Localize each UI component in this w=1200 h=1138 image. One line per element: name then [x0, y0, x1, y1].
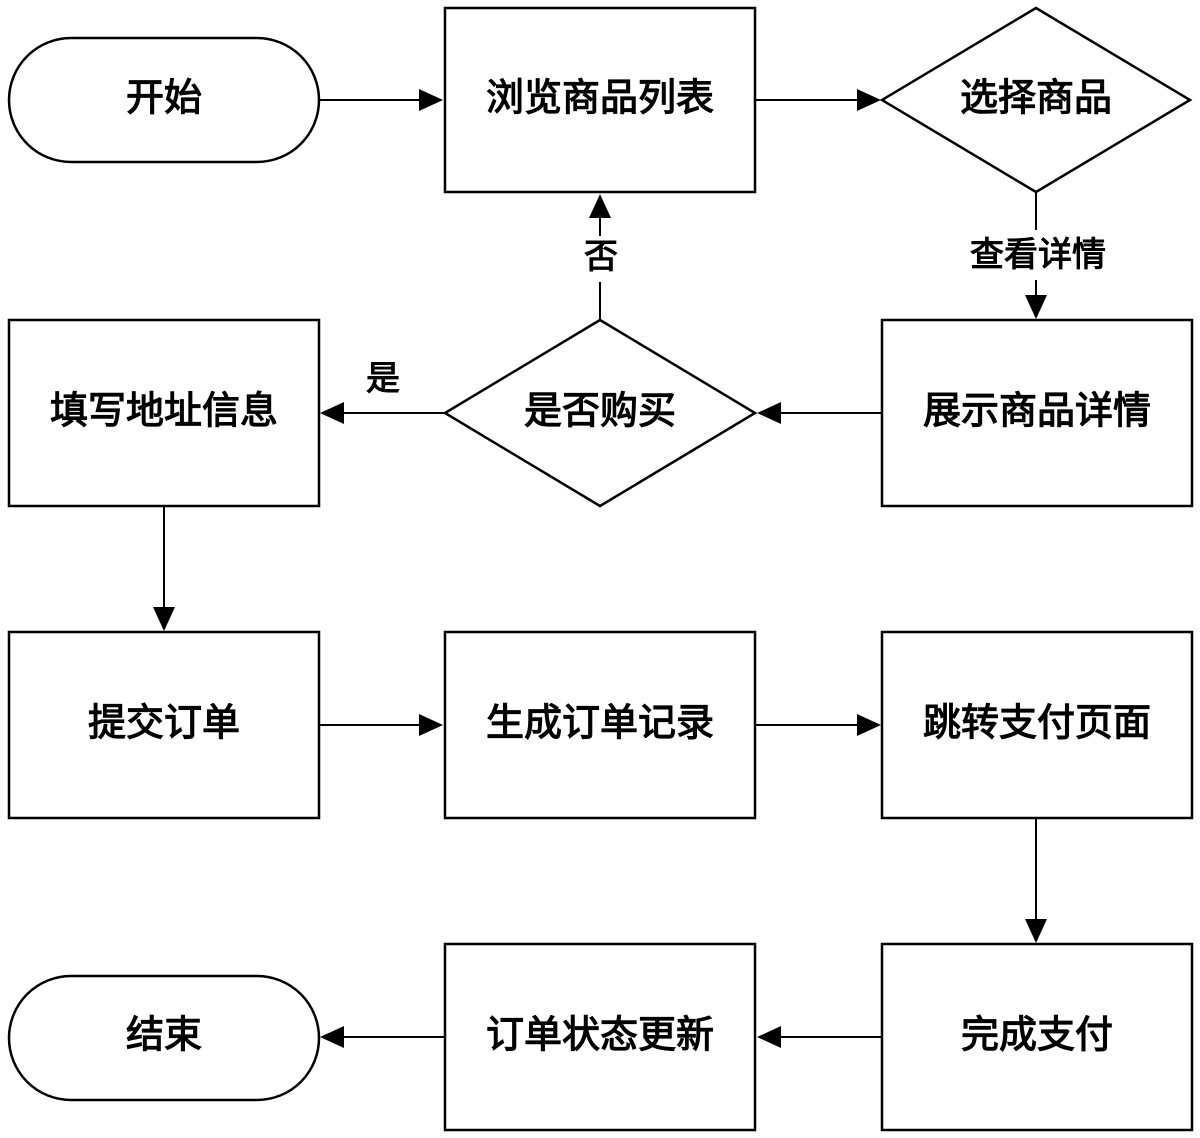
arrowhead-browse-select [857, 89, 881, 111]
jump-label: 跳转支付页面 [923, 700, 1151, 745]
edge-label-yes: 是 [366, 359, 400, 399]
edge-label-view-detail: 查看详情 [970, 235, 1106, 275]
arrowhead-jump-pay [1025, 919, 1047, 943]
record-label: 生成订单记录 [486, 700, 714, 745]
detail-process [880, 318, 1194, 508]
browse-label: 浏览商品列表 [486, 75, 714, 120]
arrowhead-select-detail [1025, 295, 1047, 319]
arrowhead-detail-decide [757, 402, 781, 424]
browse-process [443, 6, 757, 194]
address-process [7, 318, 321, 508]
update-label: 订单状态更新 [486, 1012, 714, 1057]
pay-label: 完成支付 [961, 1012, 1113, 1057]
arrowhead-address-submit [153, 607, 175, 631]
address-label: 填写地址信息 [50, 388, 278, 433]
purchase-decision [442, 318, 758, 508]
arrowhead-submit-record [419, 714, 443, 736]
record-process [443, 630, 757, 820]
arrowhead-update-end [320, 1026, 344, 1048]
arrowhead-start-browse [419, 89, 443, 111]
jump-process [880, 630, 1194, 820]
select-label: 选择商品 [960, 75, 1112, 120]
update-process [443, 942, 757, 1132]
arrowhead-pay-update [757, 1026, 781, 1048]
pay-process [880, 942, 1194, 1132]
arrowhead-decide-address [320, 402, 344, 424]
edge-label-no: 否 [584, 237, 618, 277]
decide-label: 是否购买 [524, 388, 676, 433]
start-label: 开始 [126, 75, 202, 120]
end-terminal [7, 974, 321, 1102]
detail-label: 展示商品详情 [923, 388, 1151, 433]
submit-label: 提交订单 [88, 700, 240, 745]
submit-process [7, 630, 321, 820]
arrowhead-record-jump [857, 714, 881, 736]
arrowhead-decide-browse [589, 194, 611, 218]
end-label: 结束 [126, 1012, 202, 1057]
